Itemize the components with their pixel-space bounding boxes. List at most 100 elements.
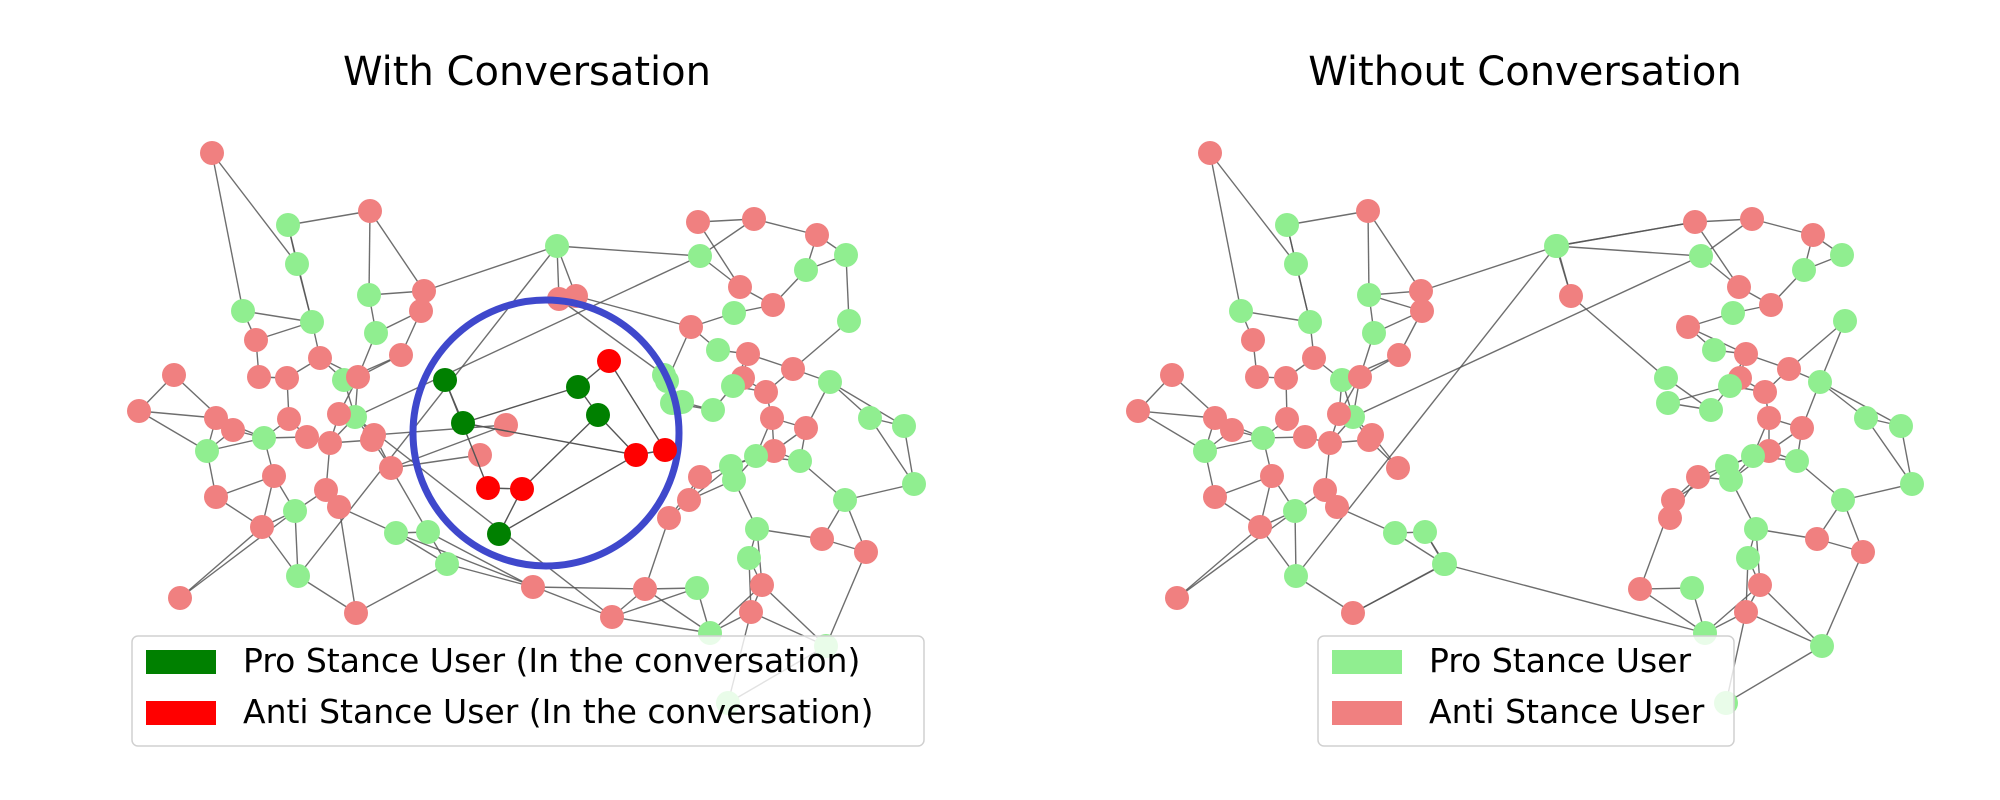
network-edge — [644, 517, 670, 590]
pro-user-node — [1831, 488, 1855, 512]
network-edge — [354, 416, 613, 618]
anti-user-node — [204, 406, 228, 430]
network-edge — [1176, 526, 1261, 599]
network-edge — [1443, 563, 1706, 634]
network-edge — [1570, 295, 1667, 379]
pro-user-node — [285, 252, 309, 276]
anti-user-node — [262, 464, 286, 488]
pro-user-node — [1283, 499, 1307, 523]
anti-user-node — [1628, 577, 1652, 601]
anti-user-node — [1409, 279, 1433, 303]
pro-user-node — [833, 488, 857, 512]
network-edge — [869, 417, 915, 485]
pro-user-node — [837, 309, 861, 333]
pro-user-node — [1736, 546, 1760, 570]
pro-user-node — [1193, 439, 1217, 463]
anti-user-node — [1686, 465, 1710, 489]
pro-user-node — [1275, 213, 1299, 237]
anti-user-node — [762, 439, 786, 463]
anti-user-node — [728, 275, 752, 299]
pro-user-node — [1854, 406, 1878, 430]
anti-user-node — [742, 207, 766, 231]
anti-user-node — [1676, 315, 1700, 339]
anti-user-node — [1198, 141, 1222, 165]
pro-user-node — [1680, 576, 1704, 600]
anti-user-node — [761, 293, 785, 317]
anti-user-node — [1357, 428, 1381, 452]
network-edge — [825, 551, 867, 647]
network-edge — [1352, 563, 1446, 614]
network-edge — [1694, 221, 1740, 288]
network-edge — [211, 152, 244, 312]
anti-user-node — [1757, 406, 1781, 430]
conversation-edge — [462, 422, 637, 456]
anti-user-node — [1318, 431, 1342, 455]
anti-user-node — [1661, 488, 1685, 512]
anti-user-node — [1325, 495, 1349, 519]
network-edge — [368, 210, 371, 296]
anti-user-node — [1387, 343, 1411, 367]
pro-user-node — [1721, 301, 1745, 325]
anti-user-node — [1805, 527, 1829, 551]
anti-user-node — [200, 141, 224, 165]
legend-swatch-pro-in-conversation — [146, 650, 216, 674]
anti-user-node — [1851, 540, 1875, 564]
pro-user-node — [1719, 468, 1743, 492]
anti-user-node — [1241, 328, 1265, 352]
network-edge — [558, 298, 665, 376]
network-right-nodes — [1126, 141, 1924, 715]
pro-user-node — [283, 499, 307, 523]
anti-user-node — [409, 299, 433, 323]
pro-user-node — [721, 374, 745, 398]
pro-user-node — [745, 517, 769, 541]
network-edge — [1759, 584, 1823, 647]
anti-user-node — [468, 443, 492, 467]
anti-user-node — [389, 343, 413, 367]
anti-user-node — [754, 380, 778, 404]
pro-user-node — [286, 564, 310, 588]
pro-user-node — [252, 426, 276, 450]
legend-label-anti-in-conversation: Anti Stance User (In the conversation) — [243, 692, 874, 731]
anti-user-node — [360, 428, 384, 452]
pro-user-node — [357, 283, 381, 307]
network-edge — [532, 586, 646, 590]
pro-user-node — [1383, 521, 1407, 545]
anti-user-node — [1275, 407, 1299, 431]
pro-user-node — [834, 243, 858, 267]
anti-user-node — [1327, 402, 1351, 426]
pro-user-node — [1744, 517, 1768, 541]
anti-user-node — [295, 425, 319, 449]
anti-user-node — [688, 465, 712, 489]
anti-user-node — [1260, 464, 1284, 488]
anti-user-in-conversation-node — [653, 438, 677, 462]
network-edge — [792, 320, 850, 370]
pro-user-node — [1792, 258, 1816, 282]
network-edge — [369, 210, 425, 292]
panel-left-title: With Conversation — [343, 49, 711, 95]
conversation-edge — [521, 414, 599, 490]
anti-user-node — [1734, 342, 1758, 366]
pro-user-node — [818, 370, 842, 394]
pro-user-node — [276, 213, 300, 237]
pro-user-node — [195, 439, 219, 463]
anti-user-node — [127, 399, 151, 423]
pro-user-node — [364, 321, 388, 345]
pro-user-node — [1298, 310, 1322, 334]
anti-user-in-conversation-node — [624, 443, 648, 467]
anti-user-node — [810, 527, 834, 551]
conversation-edge — [462, 386, 579, 424]
anti-user-node — [1759, 293, 1783, 317]
pro-user-node — [1808, 370, 1832, 394]
network-edge — [1137, 410, 1206, 452]
anti-user-node — [1748, 573, 1772, 597]
network-edge — [423, 245, 558, 292]
anti-user-node — [805, 223, 829, 247]
network-edge — [1295, 245, 1557, 577]
network-edge — [1176, 510, 1296, 599]
anti-user-node — [1165, 586, 1189, 610]
anti-user-node — [1753, 380, 1777, 404]
pro-user-node — [1785, 449, 1809, 473]
pro-user-node — [1251, 426, 1275, 450]
network-edge — [138, 410, 208, 452]
